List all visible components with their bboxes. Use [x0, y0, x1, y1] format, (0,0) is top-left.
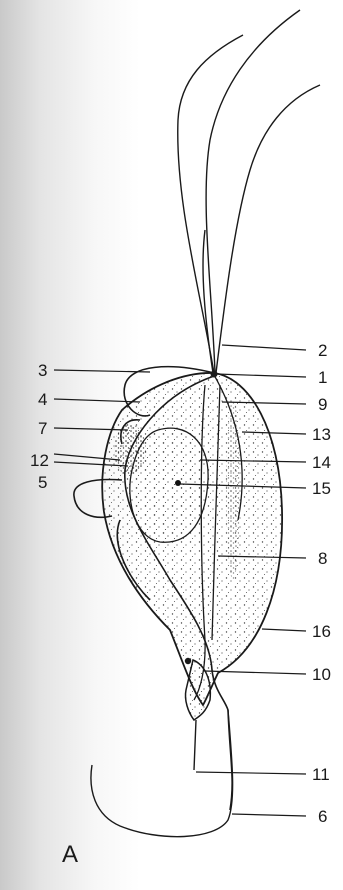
leader-3: [54, 370, 150, 372]
posterior-flagellum: [91, 710, 233, 837]
label-2: 2: [318, 341, 327, 360]
leader-4: [54, 399, 140, 402]
leader-1: [216, 374, 306, 377]
label-14: 14: [312, 453, 331, 472]
label-11: 11: [312, 765, 330, 784]
cell-membrane: [102, 373, 282, 705]
panel-letter: A: [62, 841, 78, 868]
label-12: 12: [30, 451, 49, 470]
label-10: 10: [312, 665, 331, 684]
label-8: 8: [318, 549, 327, 568]
leader-16: [262, 629, 306, 631]
anterior-flagella: [178, 10, 320, 373]
label-9: 9: [318, 395, 327, 414]
label-1: 1: [318, 368, 327, 387]
leader-2: [222, 345, 306, 350]
blepharoplast-posterior: [185, 658, 191, 664]
leader-6: [232, 814, 306, 816]
leader-11: [196, 772, 306, 774]
nucleolus: [175, 480, 181, 486]
label-16: 16: [312, 622, 331, 641]
anterior-flagellum-1: [178, 35, 243, 373]
label-5: 5: [38, 473, 47, 492]
label-4: 4: [38, 390, 47, 409]
anterior-flagellum-3: [216, 85, 320, 373]
label-7: 7: [38, 419, 47, 438]
label-3: 3: [38, 361, 47, 380]
cell-body: [102, 373, 282, 720]
label-15: 15: [312, 479, 331, 498]
label-13: 13: [312, 425, 331, 444]
anterior-flagellum-2: [206, 10, 300, 373]
label-6: 6: [318, 807, 327, 826]
granule-row: [226, 400, 240, 580]
